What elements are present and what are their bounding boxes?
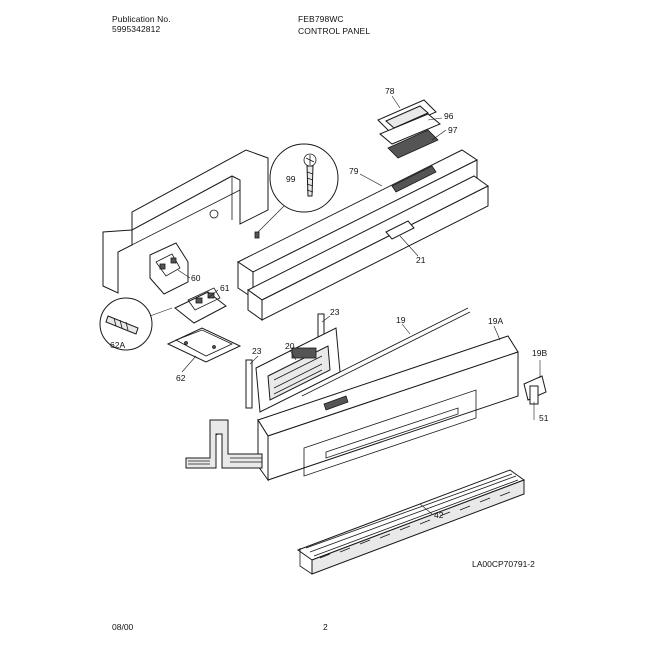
part-97: [387, 129, 439, 159]
callout-23-left: 23: [252, 346, 262, 356]
board-61: [174, 287, 227, 324]
callout-19: 19: [396, 315, 406, 325]
callout-23-right: 23: [330, 307, 340, 317]
publication-block: Publication No. 5995342812: [112, 14, 171, 34]
publication-label: Publication No.: [112, 14, 171, 24]
section-title: CONTROL PANEL: [298, 26, 371, 36]
footer-date: 08/00: [112, 622, 134, 632]
part-78: [377, 99, 437, 133]
footer-page-number: 2: [323, 622, 328, 632]
filter-42: [296, 469, 526, 575]
callout-19A: 19A: [488, 316, 503, 326]
callout-21: 21: [416, 255, 426, 265]
control-board-20: [255, 327, 341, 413]
callout-51: 51: [539, 413, 549, 423]
bracket-23-left: [245, 359, 253, 409]
callout-61: 61: [220, 283, 230, 293]
publication-number: 5995342812: [112, 24, 161, 34]
switch-60: [149, 242, 189, 295]
callout-42: 42: [434, 510, 444, 520]
clip-51: [523, 360, 547, 405]
callout-20: 20: [285, 341, 295, 351]
ribbon-cable: [185, 419, 263, 469]
callout-79: 79: [349, 166, 359, 176]
callout-labels: 78 96 97 79 99 21 60 61 62A 62 23 23 20 …: [110, 86, 549, 569]
callout-62A: 62A: [110, 340, 125, 350]
callout-19B: 19B: [532, 348, 547, 358]
title-block: FEB798WC CONTROL PANEL: [298, 14, 370, 36]
callout-96: 96: [444, 111, 454, 121]
detail-circle-62A: [99, 297, 173, 351]
callout-99: 99: [286, 174, 296, 184]
callout-97: 97: [448, 125, 458, 135]
back-bracket: [102, 149, 269, 294]
part-96: [379, 113, 441, 145]
trim-21: [247, 175, 489, 321]
callout-62: 62: [176, 373, 186, 383]
diagram-code: LA00CP70791-2: [472, 559, 535, 569]
callout-78: 78: [385, 86, 395, 96]
detail-circle-99: [254, 143, 339, 239]
plate-62: [166, 327, 242, 363]
front-panel-19A: [257, 335, 519, 482]
model-number: FEB798WC: [298, 14, 344, 24]
callout-leaders: [177, 95, 535, 515]
callout-60: 60: [191, 273, 201, 283]
